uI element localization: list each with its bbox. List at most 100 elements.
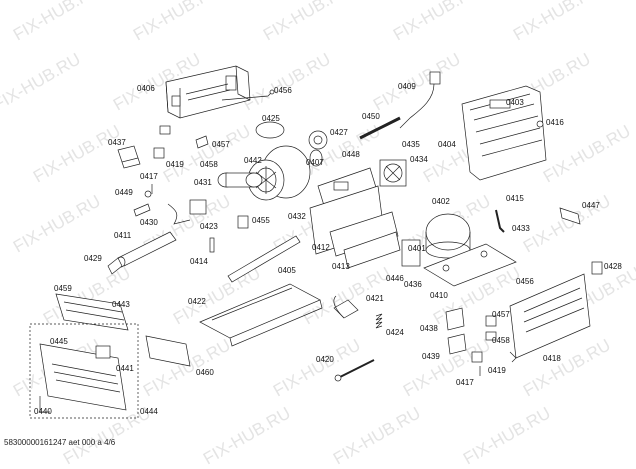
part-label-0401: 0401	[408, 244, 426, 253]
part-label-0438: 0438	[420, 324, 438, 333]
part-label-0443: 0443	[112, 300, 130, 309]
part-label-0434: 0434	[410, 155, 428, 164]
part-label-0436: 0436	[404, 280, 422, 289]
part-label-0419: 0419	[166, 160, 184, 169]
part-label-0448: 0448	[342, 150, 360, 159]
part-label-0459: 0459	[54, 284, 72, 293]
part-label-0456: 0456	[274, 86, 292, 95]
document-footer: 58300000161247 aet 000 a 4/6	[4, 438, 116, 447]
part-label-0412: 0412	[312, 243, 330, 252]
part-label-0410: 0410	[430, 291, 448, 300]
part-label-0407: 0407	[306, 158, 324, 167]
part-label-0415: 0415	[506, 194, 524, 203]
part-label-0427: 0427	[330, 128, 348, 137]
parts-drawing	[29, 65, 603, 419]
part-label-0439: 0439	[422, 352, 440, 361]
part-0415-tube	[495, 209, 505, 233]
part-0405-strip	[227, 235, 301, 283]
part-label-0406: 0406	[137, 84, 155, 93]
part-label-0431: 0431	[194, 178, 212, 187]
part-label-0417: 0417	[140, 172, 158, 181]
part-0437-bracket	[117, 145, 141, 169]
part-0449-clip	[144, 190, 152, 198]
part-label-0424: 0424	[386, 328, 404, 337]
part-0414-rod	[209, 237, 215, 253]
part-0403-panel	[461, 85, 547, 181]
part-label-0446: 0446	[386, 274, 404, 283]
part-label-0422: 0422	[188, 297, 206, 306]
part-label-0449: 0449	[115, 188, 133, 197]
part-0424-spring	[375, 313, 383, 329]
part-label-0402: 0402	[432, 197, 450, 206]
part-0447-bracket	[559, 207, 581, 225]
part-label-0411: 0411	[114, 231, 132, 240]
part-label-0440: 0440	[34, 407, 52, 416]
part-0443-rail	[55, 293, 129, 331]
part-label-0417: 0417	[456, 378, 474, 387]
part-label-0420: 0420	[316, 355, 334, 364]
part-0435-fan	[379, 159, 407, 187]
part-0412-tray	[329, 211, 399, 257]
part-0444-panel	[29, 323, 139, 419]
part-label-0430: 0430	[140, 218, 158, 227]
part-0458-lamp	[195, 135, 209, 149]
part-label-0450: 0450	[362, 112, 380, 121]
part-0438-bracket	[445, 307, 465, 331]
part-0430-tube	[133, 203, 151, 217]
part-0413-tray	[343, 231, 401, 269]
part-label-0405: 0405	[278, 266, 296, 275]
part-0429-cap	[107, 257, 123, 275]
part-0455-clip	[237, 215, 249, 229]
part-0458b-lamp	[485, 331, 497, 341]
part-label-0425: 0425	[262, 114, 280, 123]
part-label-0419: 0419	[488, 366, 506, 375]
part-label-0428: 0428	[604, 262, 622, 271]
part-label-0460: 0460	[196, 368, 214, 377]
part-label-0413: 0413	[332, 262, 350, 271]
part-label-0409: 0409	[398, 82, 416, 91]
part-0401-box	[401, 239, 421, 267]
part-label-0458: 0458	[492, 336, 510, 345]
part-label-0456: 0456	[516, 277, 534, 286]
part-label-0457: 0457	[492, 310, 510, 319]
part-0418-plate	[509, 273, 591, 363]
part-0431-filter	[217, 172, 263, 188]
part-0420-rod	[337, 359, 375, 379]
part-0442-fan-housing	[247, 145, 311, 201]
part-0427-knob	[308, 130, 328, 150]
part-0423-connector	[167, 199, 207, 225]
part-label-0414: 0414	[190, 257, 208, 266]
part-label-0403: 0403	[506, 98, 524, 107]
part-0422-tray	[199, 283, 323, 347]
part-0457-switch	[159, 125, 171, 135]
part-label-0458: 0458	[200, 160, 218, 169]
part-0425-bezel	[255, 121, 285, 139]
part-label-0445: 0445	[50, 337, 68, 346]
part-label-0418: 0418	[543, 354, 561, 363]
part-label-0442: 0442	[244, 156, 262, 165]
part-label-0447: 0447	[582, 201, 600, 210]
part-label-0432: 0432	[288, 212, 306, 221]
part-labels: 0406 0456 0425 0437 0457 0419 0458 0442 0407 0427…	[34, 82, 622, 416]
part-label-0423: 0423	[200, 222, 218, 231]
part-0407-cylinder	[309, 149, 323, 167]
part-label-0421: 0421	[366, 294, 384, 303]
part-label-0429: 0429	[84, 254, 102, 263]
part-label-0433: 0433	[512, 224, 530, 233]
part-label-0457: 0457	[212, 140, 230, 149]
part-label-0441: 0441	[116, 364, 134, 373]
part-0457b-switch	[485, 315, 497, 327]
part-0419b-light	[471, 351, 483, 363]
part-label-0455: 0455	[252, 216, 270, 225]
part-0450-rod	[359, 116, 401, 140]
part-label-0404: 0404	[438, 140, 456, 149]
part-label-0437: 0437	[108, 138, 126, 147]
part-0460-bracket	[145, 335, 191, 367]
part-label-0416: 0416	[546, 118, 564, 127]
part-0421-switch	[333, 295, 359, 319]
part-label-0435: 0435	[402, 140, 420, 149]
part-label-0444: 0444	[140, 407, 158, 416]
part-0410-baseplate	[423, 243, 517, 287]
part-0409-cord	[399, 71, 441, 129]
